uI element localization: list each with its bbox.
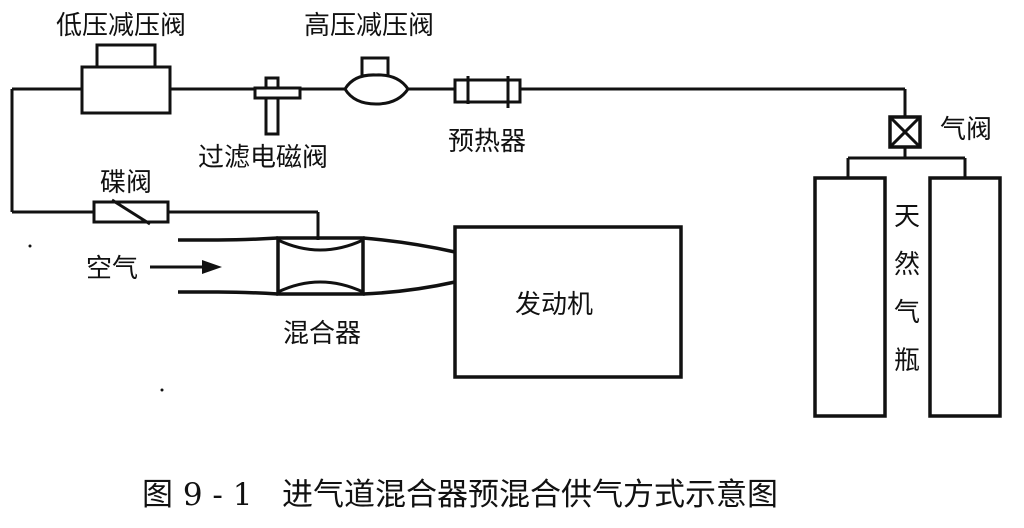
top-gas-line — [12, 87, 907, 117]
low-pressure-regulator-label: 低压减压阀 — [56, 11, 186, 41]
air-label: 空气 — [86, 254, 138, 284]
engine-box — [453, 225, 683, 379]
filter-solenoid-valve — [253, 76, 302, 136]
gas-valve-label: 气阀 — [940, 115, 992, 145]
gas-cylinder-label: 天 然 气 瓶 — [894, 202, 920, 376]
return-line — [10, 89, 320, 240]
preheater — [453, 76, 522, 108]
gas-cylinder-char-2: 然 — [894, 250, 920, 280]
mixer — [276, 236, 365, 296]
intake-duct — [178, 236, 456, 296]
mixer-label: 混合器 — [283, 319, 361, 349]
low-pressure-regulator — [80, 43, 172, 115]
gas-cylinder-char-4: 瓶 — [894, 346, 920, 376]
gas-valve — [846, 115, 967, 178]
engine-label: 发动机 — [515, 290, 593, 320]
gas-cylinders — [813, 176, 1002, 418]
gas-cylinder-char-3: 气 — [894, 298, 920, 328]
filter-solenoid-valve-label: 过滤电磁阀 — [198, 143, 328, 173]
preheater-label: 预热器 — [448, 127, 526, 157]
figure-caption: 图 9 - 1 进气道混合器预混合供气方式示意图 — [142, 477, 778, 513]
air-arrow — [150, 260, 222, 274]
high-pressure-regulator — [343, 56, 410, 106]
gas-cylinder-char-1: 天 — [894, 202, 920, 232]
speck-marks — [28, 244, 164, 392]
high-pressure-regulator-label: 高压减压阀 — [304, 11, 434, 41]
butterfly-valve-label: 碟阀 — [100, 168, 152, 198]
butterfly-valve — [92, 198, 170, 226]
